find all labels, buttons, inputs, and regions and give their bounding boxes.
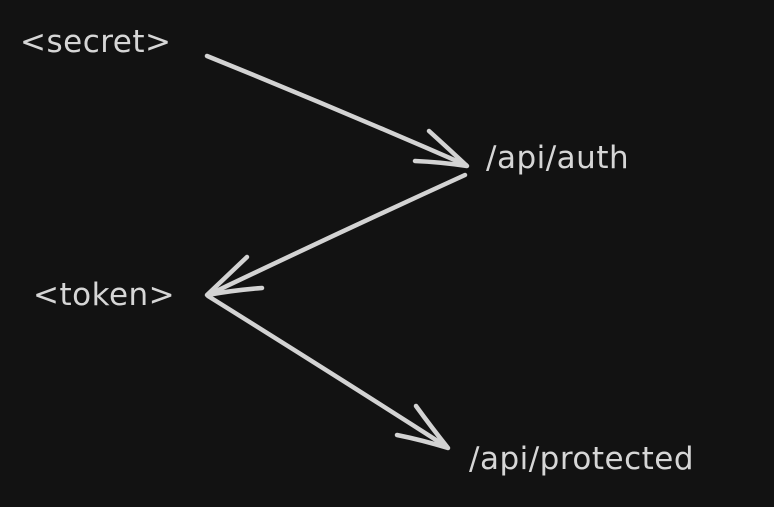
arrowhead-icon xyxy=(394,403,451,451)
arrow-shaft xyxy=(205,293,450,450)
node-token-label: <token> xyxy=(33,277,176,313)
arrow-shaft xyxy=(205,172,468,298)
arrowhead-icon xyxy=(204,254,265,298)
arrow-shaft xyxy=(204,53,469,168)
arrow-token-to-protected xyxy=(205,293,451,451)
node-api-auth-label: /api/auth xyxy=(486,140,630,176)
arrow-secret-to-auth xyxy=(204,53,470,169)
node-secret-label: <secret> xyxy=(20,24,172,60)
arrow-auth-to-token xyxy=(204,172,468,298)
arrowhead-icon xyxy=(412,128,470,169)
node-api-protected-label: /api/protected xyxy=(469,441,695,477)
